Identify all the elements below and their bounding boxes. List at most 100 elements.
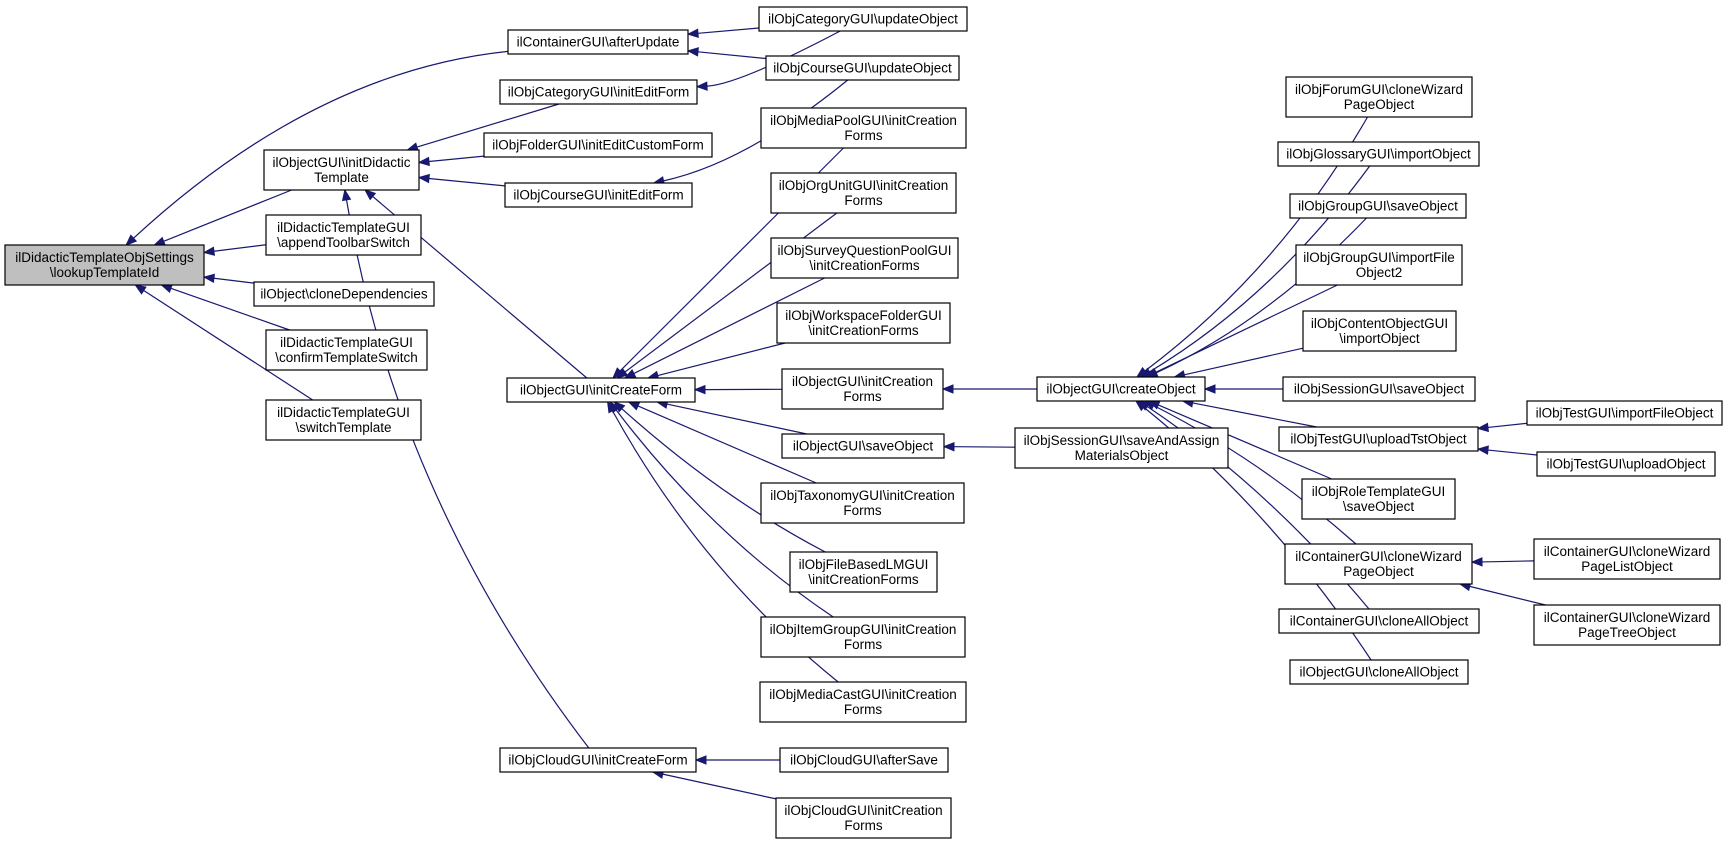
node-testUpload[interactable]: ilObjTestGUI\uploadObject [1536, 451, 1716, 477]
node-label-line: ilDidacticTemplateGUI [277, 405, 410, 420]
edge-line [697, 51, 767, 60]
node-box [263, 149, 420, 191]
edge-line [666, 403, 807, 435]
node-courseInitEditForm[interactable]: ilObjCourseGUI\initEditForm [504, 182, 693, 208]
node-groupSave[interactable]: ilObjGroupGUI\saveObject [1289, 193, 1467, 219]
node-testImportFile[interactable]: ilObjTestGUI\importFileObject [1526, 400, 1723, 426]
node-label-line: \importObject [1339, 331, 1420, 346]
node-testUploadTst[interactable]: ilObjTestGUI\uploadTstObject [1278, 426, 1479, 452]
node-box [760, 107, 967, 149]
arrowhead-icon [1470, 557, 1483, 567]
edge-sessSaveAndAssign-to-objSaveObject [942, 441, 1016, 452]
edge-sessSave-to-objCreateObject [1203, 384, 1283, 394]
node-root[interactable]: ilDidacticTemplateObjSettings\lookupTemp… [4, 244, 205, 286]
node-glossaryImport[interactable]: ilObjGlossaryGUI\importObject [1277, 141, 1480, 167]
node-label-line: Object2 [1356, 265, 1403, 280]
arrowhead-icon [627, 401, 641, 411]
node-contAfterUpdate[interactable]: ilContainerGUI\afterUpdate [507, 29, 689, 55]
node-itemGroupInitCreation[interactable]: ilObjItemGroupGUI\initCreationForms [760, 616, 966, 658]
node-objCloneDeps[interactable]: ilObject\cloneDependencies [253, 281, 435, 307]
node-label-line: ilObjectGUI\cloneAllObject [1299, 665, 1458, 680]
arrowhead-icon [606, 400, 617, 414]
node-box [781, 368, 944, 410]
node-label-line: ilObjCategoryGUI\initEditForm [508, 85, 690, 100]
edge-line [657, 342, 786, 377]
node-box [1285, 76, 1473, 118]
node-box [499, 747, 697, 773]
node-box [1302, 310, 1457, 352]
node-label-line: ilDidacticTemplateGUI [280, 335, 413, 350]
node-wsFolderInitCreation[interactable]: ilObjWorkspaceFolderGUI\initCreationForm… [776, 302, 951, 344]
edge-cloudAfterSave-to-cloudInitCreateForm [694, 755, 780, 765]
node-box [1278, 426, 1479, 452]
node-didSwitchTemplate[interactable]: ilDidacticTemplateGUI\switchTemplate [265, 399, 422, 441]
node-label-line: ilObject\cloneDependencies [260, 287, 428, 302]
node-objCloneAll[interactable]: ilObjectGUI\cloneAllObject [1289, 659, 1469, 685]
node-label-line: ilObjWorkspaceFolderGUI [785, 308, 942, 323]
arrowhead-icon [202, 246, 216, 256]
node-roleTemplateSave[interactable]: ilObjRoleTemplateGUI\saveObject [1301, 478, 1456, 520]
node-surveyQPInitCreation[interactable]: ilObjSurveyQuestionPoolGUI\initCreationF… [770, 237, 959, 279]
edge-line [428, 155, 485, 163]
node-sessSave[interactable]: ilObjSessionGUI\saveObject [1282, 376, 1476, 402]
node-mediaPoolInitCreation[interactable]: ilObjMediaPoolGUI\initCreationForms [760, 107, 967, 149]
node-objInitCreationForms[interactable]: ilObjectGUI\initCreationForms [781, 368, 944, 410]
node-box [760, 482, 965, 524]
node-didConfirmSwitch[interactable]: ilDidacticTemplateGUI\confirmTemplateSwi… [265, 329, 428, 371]
edge-line [163, 189, 292, 242]
arrowhead-icon [1134, 400, 1148, 412]
edge-line [1154, 284, 1338, 374]
node-contentObjImport[interactable]: ilObjContentObjectGUI\importObject [1302, 310, 1457, 352]
node-box [765, 55, 960, 81]
node-objInitCreateForm[interactable]: ilObjectGUI\initCreateForm [506, 377, 696, 403]
node-label-line: ilObjTestGUI\uploadObject [1546, 457, 1705, 472]
node-objSaveObject[interactable]: ilObjectGUI\saveObject [781, 433, 945, 459]
node-cloudAfterSave[interactable]: ilObjCloudGUI\afterSave [779, 747, 949, 773]
node-label-line: ilContainerGUI\cloneWizard [1295, 549, 1462, 564]
node-label-line: ilObjRoleTemplateGUI [1312, 484, 1446, 499]
node-didAppendToolbar[interactable]: ilDidacticTemplateGUI\appendToolbarSwitc… [265, 214, 422, 256]
arrowhead-icon [695, 81, 708, 91]
node-orgUnitInitCreation[interactable]: ilObjOrgUnitGUI\initCreationForms [770, 172, 957, 214]
edge-courseInitEditForm-to-objInitDidactic [417, 173, 506, 187]
edge-contAfterUpdate-to-root [125, 50, 509, 246]
edge-line [1487, 422, 1528, 429]
edge-groupSave-to-objCreateObject [1145, 217, 1367, 378]
node-mediaCastInitCreation[interactable]: ilObjMediaCastGUI\initCreationForms [759, 681, 967, 723]
node-sessSaveAndAssign[interactable]: ilObjSessionGUI\saveAndAssignMaterialsOb… [1014, 427, 1229, 469]
node-folderInitEditCustom[interactable]: ilObjFolderGUI\initEditCustomForm [483, 132, 713, 158]
node-fileLMInitCreation[interactable]: ilObjFileBasedLMGUI\initCreationForms [789, 551, 938, 593]
node-box [1301, 478, 1456, 520]
node-label-line: ilObjMediaPoolGUI\initCreation [770, 113, 957, 128]
edge-line [621, 408, 826, 553]
node-contCloneAll[interactable]: ilContainerGUI\cloneAllObject [1278, 608, 1480, 634]
node-catInitEditForm[interactable]: ilObjCategoryGUI\initEditForm [499, 79, 698, 105]
edge-catUpdateObject-to-catInitEditForm [695, 30, 841, 91]
node-box [507, 29, 689, 55]
node-box [776, 302, 951, 344]
node-catUpdateObject[interactable]: ilObjCategoryGUI\updateObject [758, 6, 968, 32]
node-cloudInitCreateForm[interactable]: ilObjCloudGUI\initCreateForm [499, 747, 697, 773]
node-label-line: PageObject [1343, 564, 1414, 579]
node-layer: ilDidacticTemplateObjSettings\lookupTemp… [4, 6, 1723, 839]
node-taxInitCreation[interactable]: ilObjTaxonomyGUI\initCreationForms [760, 482, 965, 524]
edge-line [1184, 347, 1304, 376]
arrowhead-icon [134, 284, 147, 295]
edge-didSwitchTemplate-to-root [134, 284, 313, 401]
node-box [789, 551, 938, 593]
node-box [779, 747, 949, 773]
node-label-line: ilObjOrgUnitGUI\initCreation [779, 178, 949, 193]
node-courseUpdateObject[interactable]: ilObjCourseGUI\updateObject [765, 55, 960, 81]
edge-line [170, 287, 290, 331]
node-cloudInitCreation[interactable]: ilObjCloudGUI\initCreationForms [775, 797, 952, 839]
node-objCreateObject[interactable]: ilObjectGUI\createObject [1036, 376, 1206, 402]
node-label-line: ilObjSessionGUI\saveObject [1294, 382, 1465, 397]
node-label-line: ilObjectGUI\saveObject [793, 439, 934, 454]
